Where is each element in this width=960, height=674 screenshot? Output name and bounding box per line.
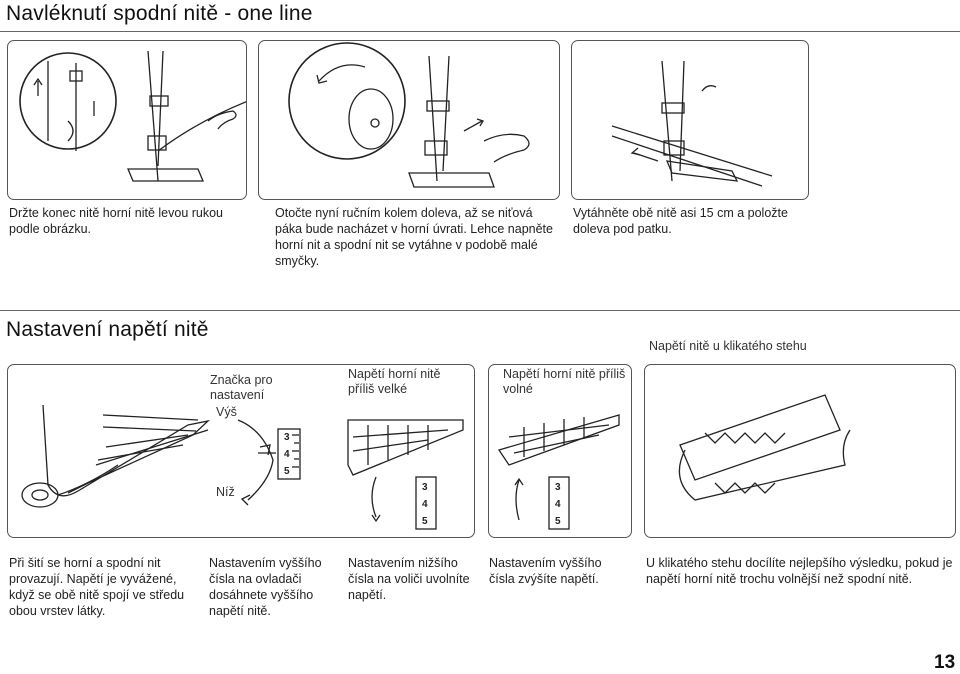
illustration-hold-thread xyxy=(7,40,247,200)
section-title-tension: Nastavení napětí nitě xyxy=(6,318,209,341)
too-loose-label: Napětí horní nitě příliš volné xyxy=(503,367,626,396)
note-decrease: Nastavením nižšího čísla na voliči uvoln… xyxy=(348,556,470,602)
note-balanced: Při šití se horní a spodní nit provazují… xyxy=(9,556,185,618)
note-increase-2: Nastavením vyššího čísla zvýšíte napětí. xyxy=(489,556,602,586)
title-underline xyxy=(0,31,960,32)
page-number: 13 xyxy=(934,652,956,673)
illustration-too-loose: Napětí horní nitě příliš volné 3 4 5 xyxy=(488,364,632,538)
lower-label: Níž xyxy=(216,485,235,499)
section-divider xyxy=(0,310,960,311)
step-3-text: Vytáhněte obě nitě asi 15 cm a položte d… xyxy=(573,206,788,236)
illustration-pull-threads xyxy=(571,40,809,200)
note-increase: Nastavením vyššího čísla na ovladači dos… xyxy=(209,556,322,618)
step-2-text: Otočte nyní ručním kolem doleva, až se n… xyxy=(275,206,553,268)
step-1-text: Držte konec nitě horní nitě levou rukou … xyxy=(9,206,224,236)
higher-label: Výš xyxy=(216,405,237,419)
section-title-bobbin: Navléknutí spodní nitě - one line xyxy=(6,2,313,25)
too-tight-label: Napětí horní nitě příliš velké xyxy=(348,367,441,396)
note-zigzag: U klikatého stehu docílíte nejlepšího vý… xyxy=(646,556,953,586)
illustration-turn-handwheel xyxy=(258,40,560,200)
dial-scale-1: 3 4 5 xyxy=(284,432,290,477)
dial-scale-3: 3 4 5 xyxy=(555,482,561,527)
dial-mark-label: Značka pro nastavení xyxy=(210,373,273,402)
dial-scale-2: 3 4 5 xyxy=(422,482,428,527)
zigzag-title: Napětí nitě u klikatého stehu xyxy=(649,339,807,353)
illustration-zigzag xyxy=(644,364,956,538)
illustration-tension-dial: Značka pro nastavení Výš Níž 3 4 5 Napět… xyxy=(7,364,475,538)
